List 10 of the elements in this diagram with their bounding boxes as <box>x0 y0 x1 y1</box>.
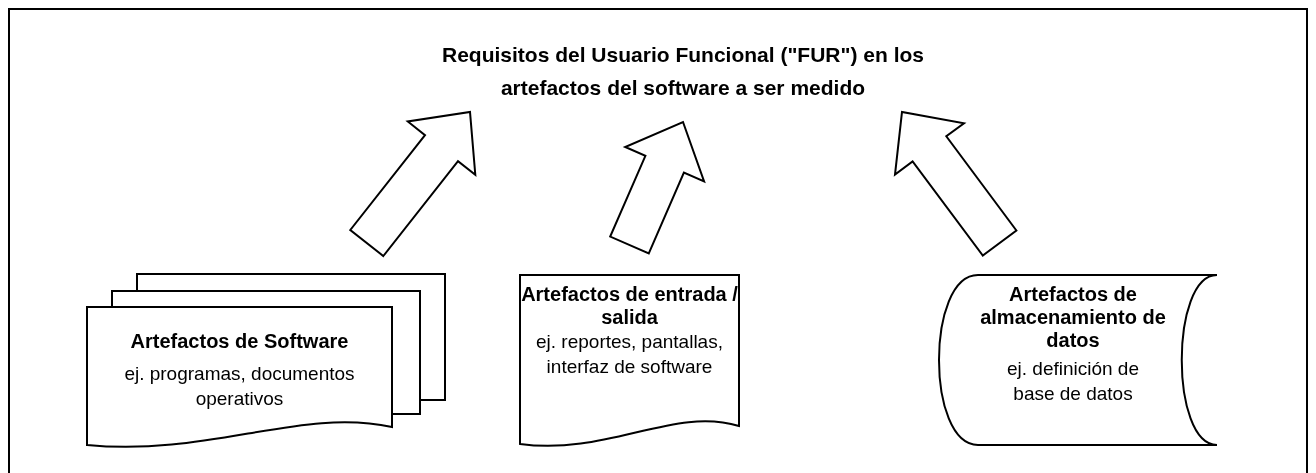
node-description: ej. reportes, pantallas, interfaz de software <box>535 330 724 379</box>
node-heading: Artefactos de almacenamiento de datos <box>980 283 1166 352</box>
node-heading: Artefactos de Software <box>130 330 349 353</box>
block-arrow <box>608 120 706 255</box>
title-text: Requisitos del Usuario Funcional ("FUR") en los artefactos del software a ser medido <box>441 42 925 101</box>
node-description: ej. programas, documentos operativos <box>123 362 356 411</box>
node-heading: Artefactos de entrada / salida <box>520 283 739 329</box>
block-arrow <box>893 110 1018 257</box>
block-arrow <box>348 110 477 258</box>
node-description: ej. definición de base de datos <box>1005 357 1140 406</box>
